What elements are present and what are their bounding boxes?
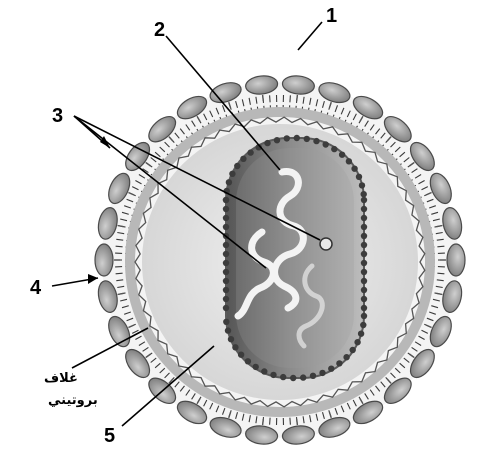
capsid-bead xyxy=(240,156,246,162)
capsid-bead xyxy=(223,269,229,275)
capsid-bead xyxy=(280,374,286,380)
capsid-bead xyxy=(261,368,267,374)
capsid-bead xyxy=(223,296,229,302)
label-1: 1 xyxy=(326,5,337,27)
capsid-bead xyxy=(223,206,229,212)
capsid-bead xyxy=(361,296,367,302)
label-5: 5 xyxy=(104,425,115,447)
capsid-bead xyxy=(361,305,367,311)
capsid-bead xyxy=(225,327,231,333)
capsid-bead xyxy=(361,233,367,239)
capsid-bead xyxy=(247,149,253,155)
capsid-bead xyxy=(294,135,300,141)
capsid-bead xyxy=(253,364,259,370)
capsid-bead xyxy=(274,137,280,143)
capsid-bead xyxy=(339,152,345,158)
capsid-bead xyxy=(331,146,337,152)
capsid-bead xyxy=(229,171,235,177)
capsid-bead xyxy=(343,354,349,360)
capsid-bead xyxy=(238,352,244,358)
capsid-bead xyxy=(328,366,334,372)
capsid-bead xyxy=(354,339,360,345)
label-4: 4 xyxy=(30,277,42,299)
capsid-bead xyxy=(319,370,325,376)
capsid-bead xyxy=(361,269,367,275)
capsid-bead xyxy=(361,242,367,248)
spike xyxy=(447,244,465,276)
label-protein-envelope-line1: غلاف xyxy=(44,371,78,386)
capsid-bead xyxy=(226,179,232,185)
capsid-bead xyxy=(358,331,364,337)
capsid-bead xyxy=(323,141,329,147)
label-3: 3 xyxy=(52,105,63,127)
capsid-bead xyxy=(361,215,367,221)
capsid-bead xyxy=(223,278,229,284)
capsid-bead xyxy=(361,191,367,197)
capsid-bead xyxy=(223,305,229,311)
capsid-bead xyxy=(361,313,367,319)
capsid-bead xyxy=(350,347,356,353)
capsid-bead xyxy=(223,260,229,266)
capsid-bead xyxy=(223,251,229,257)
capsid-bead xyxy=(290,375,296,381)
capsid-bead xyxy=(232,344,238,350)
capsid-bead xyxy=(361,224,367,230)
capsid-bead xyxy=(346,158,352,164)
capsid-bead xyxy=(351,166,357,172)
capsid-bead xyxy=(223,197,229,203)
capsid-bead xyxy=(360,322,366,328)
capsid-bead xyxy=(270,372,276,378)
capsid-bead xyxy=(245,358,251,364)
capsid-bead xyxy=(264,140,270,146)
capsid-bead xyxy=(284,135,290,141)
capsid-bead xyxy=(223,242,229,248)
capsid-bead xyxy=(356,174,362,180)
capsid-bead xyxy=(234,163,240,169)
capsid-bead xyxy=(310,373,316,379)
capsid-bead xyxy=(359,182,365,188)
capsid-bead xyxy=(361,278,367,284)
capsid-bead xyxy=(361,260,367,266)
capsid-bead xyxy=(361,197,367,203)
capsid-bead xyxy=(361,206,367,212)
capsid-bead xyxy=(361,287,367,293)
capsid-bead xyxy=(361,251,367,257)
label-2: 2 xyxy=(154,19,165,41)
capsid-bead xyxy=(300,374,306,380)
label-protein-envelope-line2: بروتيني xyxy=(48,393,98,408)
enzyme-particle xyxy=(320,238,332,250)
capsid-bead xyxy=(223,287,229,293)
capsid-bead xyxy=(313,138,319,144)
spike xyxy=(95,244,113,276)
capsid-bead xyxy=(228,336,234,342)
capsid-bead xyxy=(336,360,342,366)
capsid-bead xyxy=(304,136,310,142)
capsid-bead xyxy=(223,319,229,325)
capsid-bead xyxy=(223,215,229,221)
capsid-bead xyxy=(223,224,229,230)
